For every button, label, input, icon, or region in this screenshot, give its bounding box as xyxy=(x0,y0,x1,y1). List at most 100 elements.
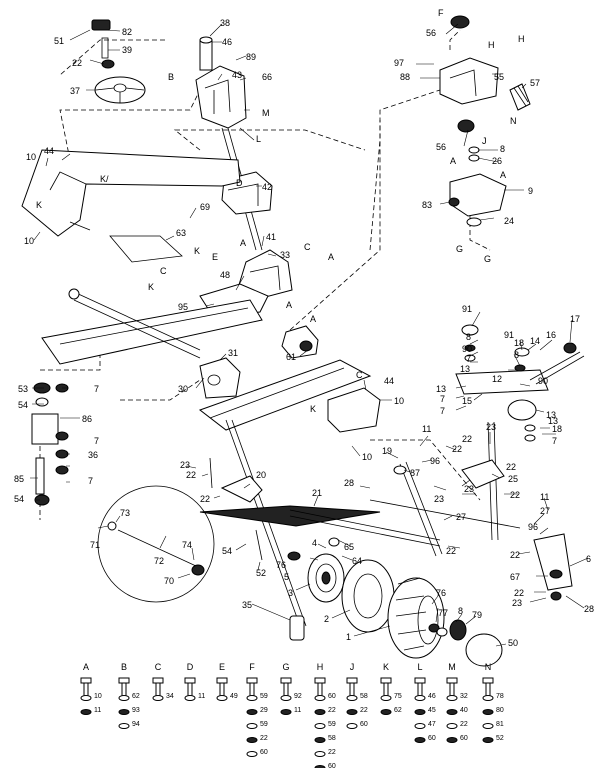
washer-icon xyxy=(446,695,458,701)
part-callout: 85 xyxy=(14,474,24,484)
part-callout: 76 xyxy=(276,560,286,570)
washer-icon xyxy=(80,709,92,715)
part-callout: 52 xyxy=(256,568,266,578)
part-callout: 44 xyxy=(384,376,394,386)
washer-icon xyxy=(184,695,196,701)
reference-letter: G xyxy=(456,244,463,254)
legend-part-number: 93 xyxy=(132,707,140,714)
part-callout: 19 xyxy=(382,446,392,456)
legend-column: C34 xyxy=(152,662,174,701)
legend-part-number: 59 xyxy=(260,721,268,728)
part-callout: 63 xyxy=(176,228,186,238)
part-callout: 8 xyxy=(466,332,471,342)
bolt-icon xyxy=(80,677,92,684)
part-callout: 6 xyxy=(586,554,591,564)
bolt-icon xyxy=(216,677,228,684)
part-callout: 14 xyxy=(530,336,540,346)
part-callout: 51 xyxy=(54,36,64,46)
reference-letter: F xyxy=(438,8,444,18)
part-callout: 90 xyxy=(538,376,548,386)
washer-icon xyxy=(118,695,130,701)
legend-part-number: 60 xyxy=(328,693,336,700)
reference-letter: A xyxy=(450,156,456,166)
legend-part-number: 40 xyxy=(460,707,468,714)
part-callout: 64 xyxy=(352,556,362,566)
part-callout: 42 xyxy=(262,182,272,192)
part-callout: 28 xyxy=(584,604,594,614)
part-callout: 7 xyxy=(94,436,99,446)
part-callout: 16 xyxy=(546,330,556,340)
legend-part-number: 92 xyxy=(294,693,302,700)
part-callout: 22 xyxy=(514,588,524,598)
legend-part-number: 22 xyxy=(360,707,368,714)
bolt-icon xyxy=(414,677,426,684)
part-callout: 36 xyxy=(88,450,98,460)
part-callout: 35 xyxy=(242,600,252,610)
part-callout: 30 xyxy=(178,384,188,394)
part-callout: 66 xyxy=(262,72,272,82)
washer-icon xyxy=(280,695,292,701)
part-callout: 28 xyxy=(344,478,354,488)
part-callout: 23 xyxy=(180,460,190,470)
part-callout: 2 xyxy=(324,614,329,624)
reference-letter: H xyxy=(518,34,525,44)
legend-part-number: 47 xyxy=(428,721,436,728)
washer-icon xyxy=(314,695,326,701)
reference-letters: F H H B M L N J A A K/ K D G G A C A K E… xyxy=(36,8,525,414)
part-callout: 54 xyxy=(18,400,28,410)
washer-icon xyxy=(246,723,258,729)
part-callout: 7 xyxy=(88,476,93,486)
legend-letter: H xyxy=(317,662,324,672)
reference-letter: D xyxy=(236,178,243,188)
part-callout: 65 xyxy=(344,542,354,552)
legend-part-number: 49 xyxy=(230,693,238,700)
part-callout: 20 xyxy=(256,470,266,480)
bolt-icon xyxy=(446,677,458,684)
washer-icon xyxy=(246,751,258,757)
washer-icon xyxy=(414,723,426,729)
part-callout: 74 xyxy=(182,540,192,550)
washer-icon xyxy=(346,695,358,701)
washer-icon xyxy=(346,709,358,715)
part-callout: 79 xyxy=(472,610,482,620)
part-callout: 91 xyxy=(504,330,514,340)
part-callout: 5 xyxy=(284,572,289,582)
part-callout: 41 xyxy=(266,232,276,242)
legend-part-number: 60 xyxy=(428,735,436,742)
part-callout: 13 xyxy=(546,410,556,420)
legend-part-number: 94 xyxy=(132,721,140,728)
reference-letter: K/ xyxy=(100,174,109,184)
part-callout: 22 xyxy=(452,444,462,454)
part-callout: 7 xyxy=(440,394,445,404)
part-callout: 1 xyxy=(346,632,351,642)
part-callout: 44 xyxy=(44,146,54,156)
part-callout: 39 xyxy=(122,45,132,55)
legend-part-number: 58 xyxy=(360,693,368,700)
part-callout: 56 xyxy=(436,142,446,152)
washer-icon xyxy=(446,709,458,715)
callout-labels: 51 82 38 46 89 22 39 43 66 37 56 97 88 5… xyxy=(14,18,594,648)
part-callout: 10 xyxy=(362,452,372,462)
part-callout: 10 xyxy=(26,152,36,162)
legend-part-number: 60 xyxy=(360,721,368,728)
part-callout: 22 xyxy=(462,434,472,444)
part-callout: 17 xyxy=(570,314,580,324)
legend-column: E49 xyxy=(216,662,238,701)
bolt-icon xyxy=(346,677,358,684)
washer-icon xyxy=(314,737,326,743)
part-callout: 82 xyxy=(122,27,132,37)
reference-letter: C xyxy=(160,266,167,276)
part-callout: 23 xyxy=(434,494,444,504)
part-callout: 48 xyxy=(220,270,230,280)
part-callout: 27 xyxy=(540,506,550,516)
legend-part-number: 62 xyxy=(132,693,140,700)
bolt-icon xyxy=(184,677,196,684)
part-callout: 18 xyxy=(552,424,562,434)
reference-letter: C xyxy=(304,242,311,252)
part-callout: 11 xyxy=(422,424,431,434)
reference-letter: A xyxy=(286,300,292,310)
washer-icon xyxy=(482,695,494,701)
